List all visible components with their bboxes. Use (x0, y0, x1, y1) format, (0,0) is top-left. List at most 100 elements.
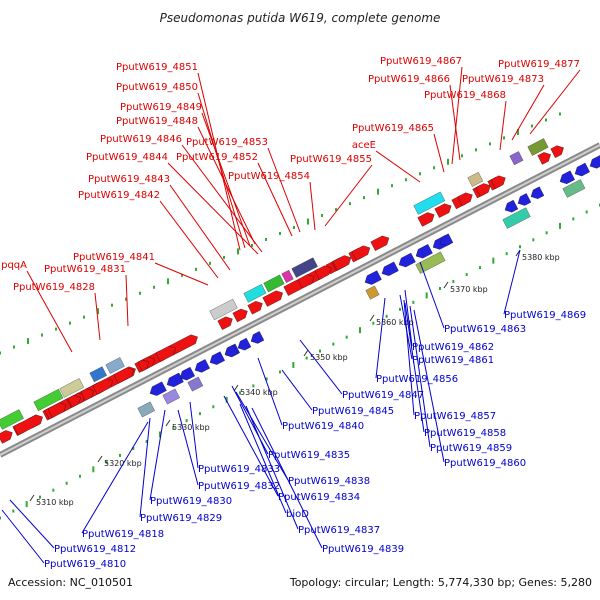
forward-gene-label: PputW619_4842 (78, 190, 160, 201)
forward-gene-label: PputW619_4873 (462, 74, 544, 85)
forward-gene-arrow (475, 183, 491, 197)
forward-feature-box-shape (33, 388, 64, 412)
reverse-feature-box-shape (137, 401, 155, 418)
reverse-gene-arrow (194, 359, 210, 373)
forward-gene-label: PputW619_4867 (380, 56, 462, 67)
forward-feature-box-shape (0, 409, 24, 430)
reverse-gene-arrow-shape (250, 331, 265, 344)
reverse-feature-box (562, 179, 586, 198)
forward-leader-line (26, 270, 73, 353)
forward-leader-line (451, 66, 463, 165)
gene-labels-layer: PputW619_4851PputW619_4850PputW619_4849P… (1, 56, 586, 570)
orf-dot-lower (412, 300, 415, 304)
forward-leader-line (201, 112, 251, 247)
reverse-gene-arrow (415, 244, 433, 259)
orf-dot-upper (251, 243, 253, 247)
reverse-gene-label: PputW619_4830 (150, 496, 232, 507)
reverse-leader-line (81, 421, 149, 534)
reverse-gene-label: PputW619_4860 (444, 458, 526, 469)
orf-dot-lower (145, 439, 148, 443)
forward-gene-arrow-shape (232, 308, 248, 323)
reverse-gene-arrow-shape (589, 155, 600, 169)
reverse-feature-box (502, 207, 531, 229)
orf-dot-upper (405, 178, 407, 182)
forward-leader-line (267, 147, 301, 233)
orf-dot-lower (532, 238, 535, 242)
forward-gene-arrow (434, 203, 452, 218)
reverse-leader-line (223, 395, 279, 497)
orf-dot-upper (69, 321, 71, 325)
orf-dot-lower (92, 466, 95, 473)
reverse-gene-label: PputW619_4863 (444, 324, 526, 335)
reverse-gene-label: PputW619_4859 (430, 443, 512, 454)
forward-gene-label: PputW619_4855 (290, 154, 372, 165)
reverse-gene-arrow (439, 233, 454, 246)
reverse-gene-label: PputW619_4837 (298, 525, 380, 536)
reverse-leader-line (251, 407, 323, 549)
forward-gene-label: PputW619_4848 (116, 116, 198, 127)
reverse-gene-arrow (398, 252, 416, 268)
orf-dot-upper (559, 112, 561, 116)
topology-text: Topology: circular; Length: 5,774,330 bp… (289, 576, 592, 589)
orf-dot-upper (265, 237, 267, 241)
reverse-feature-box (365, 285, 380, 300)
forward-feature-box-shape (263, 274, 285, 293)
orf-dot-lower (212, 405, 215, 409)
orf-dot-upper (27, 338, 29, 345)
orf-dot-upper (545, 118, 547, 122)
orf-dot-upper (321, 214, 323, 218)
orf-dot-lower (159, 431, 161, 438)
orf-dot-lower (79, 474, 81, 478)
forward-gene-label: PputW619_4851 (116, 62, 198, 73)
tick-mark (369, 314, 375, 322)
reverse-leader-line (1, 509, 45, 564)
forward-gene-arrow-shape (47, 402, 67, 418)
forward-feature-box (509, 151, 524, 166)
forward-gene-arrow (0, 430, 13, 444)
forward-gene-label: PputW619_4866 (368, 74, 450, 85)
forward-gene-arrow-shape (247, 301, 263, 315)
forward-gene-arrow-shape (537, 152, 551, 165)
orf-dot-lower (372, 321, 375, 325)
leader-lines-layer (1, 66, 581, 564)
orf-dot-upper (181, 273, 183, 277)
reverse-feature-box (162, 388, 180, 405)
forward-leader-line (309, 181, 316, 231)
orf-dot-lower (239, 391, 241, 395)
reverse-gene-arrow (530, 186, 545, 199)
reverse-gene-arrow-shape (224, 344, 239, 358)
reverse-gene-arrow-shape (194, 359, 210, 373)
reverse-gene-arrow (149, 381, 167, 396)
orf-dot-upper (97, 308, 99, 315)
orf-dot-upper (433, 166, 435, 170)
reverse-gene-label: PputW619_4861 (412, 355, 494, 366)
backbone-highlight (0, 144, 600, 456)
forward-gene-arrow-shape (0, 430, 13, 444)
forward-gene-label: PputW619_4865 (352, 123, 434, 134)
forward-gene-arrow (332, 255, 352, 271)
reverse-leader-line (503, 249, 521, 315)
reverse-gene-label: PputW619_4838 (288, 476, 370, 487)
forward-leader-line (169, 184, 231, 271)
orf-dot-upper (279, 232, 281, 235)
forward-gene-label: PputW619_4854 (228, 171, 310, 182)
forward-gene-arrow-shape (417, 212, 435, 227)
forward-gene-arrow (457, 192, 473, 206)
forward-gene-arrow (297, 274, 315, 289)
forward-gene-arrow-shape (457, 192, 473, 206)
forward-gene-arrow-shape (13, 414, 43, 436)
orf-dot-upper (489, 142, 491, 146)
backbone-layer (0, 142, 600, 458)
forward-gene-arrow-shape (297, 274, 315, 289)
forward-gene-arrow (92, 378, 113, 395)
forward-leader-line (511, 84, 545, 141)
forward-feature-box (413, 191, 446, 215)
reverse-feature-box-shape (502, 207, 531, 229)
forward-feature-box (263, 274, 285, 293)
forward-gene-label: PputW619_4849 (120, 102, 202, 113)
forward-gene-arrow-shape (217, 316, 233, 330)
forward-feature-box-shape (527, 138, 549, 156)
forward-leader-line (167, 162, 259, 255)
orf-dot-lower (225, 396, 228, 403)
orf-dot-lower (585, 210, 588, 214)
